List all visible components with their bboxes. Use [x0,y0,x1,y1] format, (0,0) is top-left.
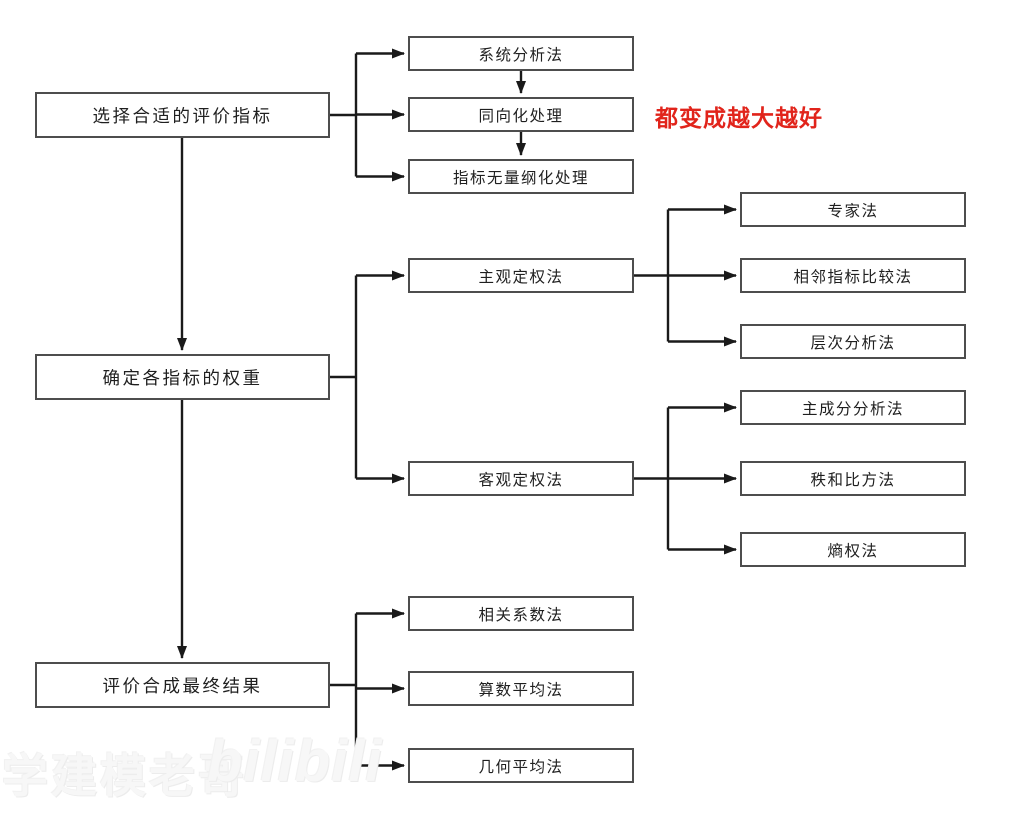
node-geometric-mean-method: 几何平均法 [408,748,634,783]
node-determine-weights: 确定各指标的权重 [35,354,330,400]
node-expert-method: 专家法 [740,192,966,227]
node-pca-method: 主成分分析法 [740,390,966,425]
annotation-bigger-is-better: 都变成越大越好 [655,105,823,131]
node-rank-sum-ratio-method: 秩和比方法 [740,461,966,496]
node-system-analysis: 系统分析法 [408,36,634,71]
watermark-brand-text: 学建模老哥 [2,750,247,802]
node-objective-weighting: 客观定权法 [408,461,634,496]
node-correlation-coefficient-method: 相关系数法 [408,596,634,631]
node-entropy-weight-method: 熵权法 [740,532,966,567]
node-ahp-method: 层次分析法 [740,324,966,359]
node-subjective-weighting: 主观定权法 [408,258,634,293]
node-select-indicators: 选择合适的评价指标 [35,92,330,138]
node-arithmetic-mean-method: 算数平均法 [408,671,634,706]
node-same-direction-processing: 同向化处理 [408,97,634,132]
node-dimensionless-processing: 指标无量纲化处理 [408,159,634,194]
bilibili-logo: bilibili [207,729,383,794]
node-adjacent-indicator-comparison: 相邻指标比较法 [740,258,966,293]
node-synthesize-result: 评价合成最终结果 [35,662,330,708]
